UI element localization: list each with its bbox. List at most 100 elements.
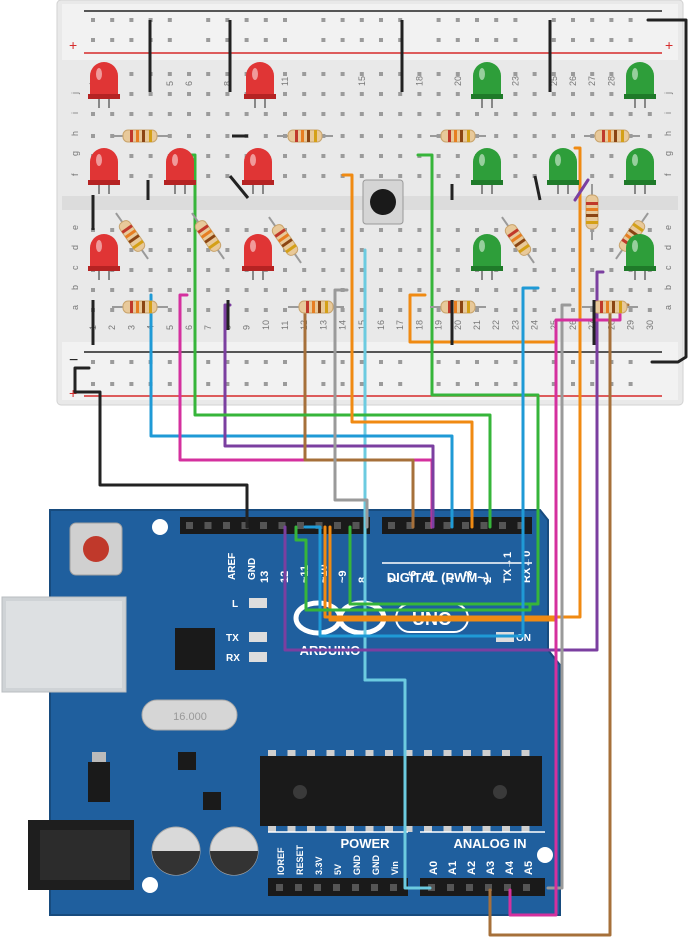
rail-minus-label: −	[69, 352, 78, 369]
green-led	[471, 234, 503, 280]
green-led	[471, 148, 503, 194]
crystal-label: 16.000	[173, 711, 207, 723]
pushbutton[interactable]	[362, 179, 404, 225]
column-number: 30	[645, 320, 655, 330]
column-number: 2	[107, 325, 117, 330]
column-number: 18	[414, 320, 424, 330]
wire-black-gnd[interactable]	[73, 366, 249, 529]
wire-purple-2[interactable]	[283, 270, 605, 652]
power-pin-label: IOREF	[276, 847, 286, 875]
red-led	[88, 234, 120, 280]
resistor	[112, 129, 168, 143]
digital-pin-label: 2	[482, 577, 494, 583]
wire-orange-1[interactable]	[341, 173, 474, 529]
column-number: 29	[626, 320, 636, 330]
digital-header-high	[180, 517, 370, 534]
wire-orange-3[interactable]	[323, 146, 582, 619]
row-letter-left: g	[70, 151, 80, 156]
wire-lightblue[interactable]	[363, 248, 432, 890]
wire-purple-3[interactable]	[573, 178, 590, 202]
green-led	[624, 234, 656, 280]
row-letter-right: a	[663, 305, 673, 310]
rail-plus-label-right: +	[665, 37, 673, 53]
wire-blue[interactable]	[149, 293, 454, 529]
power-pin-label: GND	[352, 855, 362, 876]
digital-header-low	[382, 517, 532, 534]
red-led	[88, 148, 120, 194]
gnd-label: GND	[247, 558, 258, 580]
wire-blue-2[interactable]	[303, 286, 540, 638]
row-letter-right: i	[663, 112, 673, 114]
analog-in-label: ANALOG IN	[454, 836, 527, 851]
column-number: 13	[318, 320, 328, 330]
resistor	[288, 300, 344, 314]
wire-black-rail[interactable]	[646, 18, 688, 364]
resistor	[430, 129, 486, 143]
usb-chip	[175, 628, 215, 670]
row-letter-left: i	[70, 112, 80, 114]
green-led	[547, 148, 579, 194]
resistor	[430, 300, 486, 314]
column-number: 11	[280, 321, 290, 330]
row-letter-right: j	[663, 92, 673, 95]
column-number-top: 27	[587, 76, 597, 86]
digital-pin-label: ~5	[425, 570, 437, 583]
wire-brown-1[interactable]	[303, 303, 415, 529]
short-jumpers	[91, 20, 596, 345]
column-number: 27	[587, 320, 597, 330]
resistor	[582, 300, 638, 314]
on-label: ON	[516, 633, 531, 644]
column-number: 9	[242, 325, 252, 330]
column-number: 5	[165, 325, 175, 330]
analog-pin-label: A3	[485, 861, 497, 875]
digital-pin-label: ~3	[463, 570, 475, 583]
column-number-top: 25	[549, 76, 559, 86]
row-letter-right: c	[663, 265, 673, 270]
aref-label: AREF	[227, 553, 238, 580]
digital-pin-label: 7	[388, 577, 400, 583]
row-letter-left: d	[70, 245, 80, 250]
digital-pin-label: 8	[357, 577, 369, 583]
wire-green-2[interactable]	[348, 153, 540, 606]
red-led	[244, 62, 276, 108]
resistor	[112, 300, 168, 314]
column-number-top: 26	[568, 76, 578, 86]
red-led	[242, 148, 274, 194]
column-number-top: 8	[222, 81, 232, 86]
row-letter-left: e	[70, 225, 80, 230]
resistors	[112, 129, 649, 314]
column-number-top: 18	[414, 76, 424, 86]
red-led	[164, 148, 196, 194]
column-number: 20	[453, 320, 463, 330]
column-number-top: 11	[280, 77, 290, 86]
led-l-label: L	[232, 599, 238, 610]
column-number: 14	[338, 320, 348, 330]
column-number: 21	[472, 320, 482, 330]
power-pin-label: GND	[371, 855, 381, 876]
wire-gray-1[interactable]	[333, 288, 369, 529]
analog-pin-label: A0	[428, 861, 440, 875]
row-letter-right: b	[663, 285, 673, 290]
column-number: 26	[568, 320, 578, 330]
row-letter-left: a	[70, 305, 80, 310]
row-letter-right: g	[663, 151, 673, 156]
row-letter-right: e	[663, 225, 673, 230]
row-letter-right: d	[663, 245, 673, 250]
power-label: POWER	[340, 836, 390, 851]
column-number: 25	[549, 320, 559, 330]
digital-pin-label: 13	[259, 571, 271, 583]
green-led	[624, 62, 656, 108]
top-power-rail	[62, 4, 678, 60]
column-number: 17	[395, 320, 405, 330]
leds	[88, 62, 656, 280]
resistor	[191, 212, 225, 260]
column-number: 19	[434, 320, 444, 330]
wire-pink-2[interactable]	[508, 303, 622, 917]
column-number: 6	[184, 325, 194, 330]
wire-green-3[interactable]	[294, 525, 532, 612]
resistor	[584, 129, 640, 143]
analog-pin-label: A1	[447, 861, 459, 875]
power-pin-label: Vin	[390, 861, 400, 875]
